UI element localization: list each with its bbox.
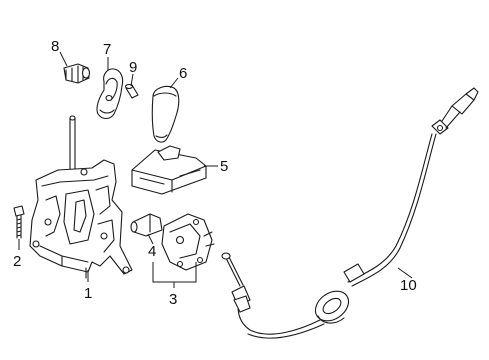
part-10-shift-cable xyxy=(221,87,479,339)
callout-3: 3 xyxy=(169,291,177,308)
leader-9 xyxy=(130,73,134,87)
callout-6: 6 xyxy=(179,65,187,82)
part-7-knob-cover xyxy=(96,68,124,120)
callout-4: 4 xyxy=(148,243,156,260)
leader-4 xyxy=(147,233,154,245)
part-2-bolt xyxy=(13,205,25,239)
part-4-solenoid xyxy=(130,213,163,237)
callout-5: 5 xyxy=(220,158,228,175)
bracket-3-leader xyxy=(152,262,197,288)
part-5-indicator-housing xyxy=(131,145,207,195)
callout-2: 2 xyxy=(13,253,21,270)
leader-6 xyxy=(169,77,179,89)
callout-10: 10 xyxy=(400,277,417,294)
callout-1: 1 xyxy=(84,285,92,302)
part-3-shift-lock-bracket xyxy=(161,213,215,271)
part-9-pin xyxy=(124,83,139,99)
callout-9: 9 xyxy=(129,59,137,76)
part-1-shifter-base xyxy=(29,115,133,279)
leader-10 xyxy=(397,267,413,279)
callout-8: 8 xyxy=(51,38,59,55)
leader-8 xyxy=(59,51,68,67)
part-6-shift-knob xyxy=(151,85,180,143)
callout-7: 7 xyxy=(103,41,111,58)
part-8-bushing xyxy=(63,63,91,84)
